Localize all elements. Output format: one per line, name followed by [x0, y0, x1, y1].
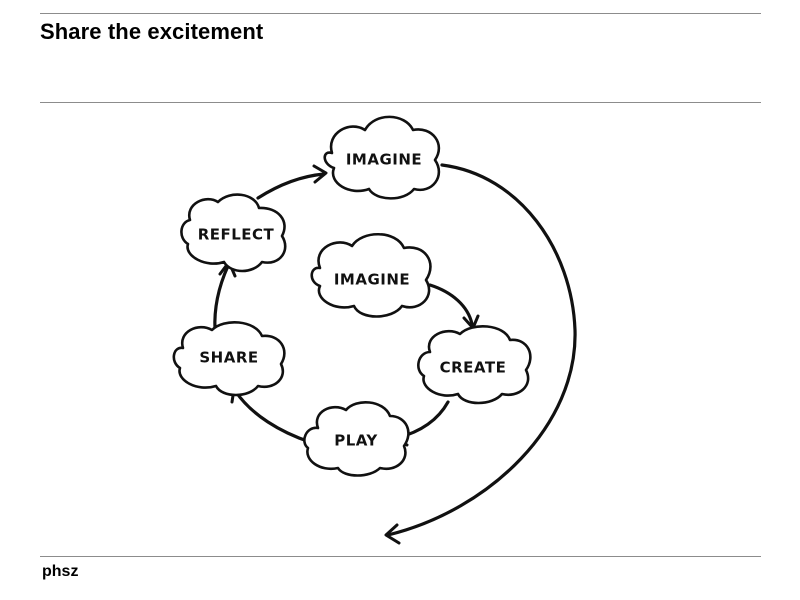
cloud-shape: [303, 401, 410, 477]
top-divider: [40, 13, 761, 14]
cloud-label: IMAGINE: [334, 271, 410, 289]
arrow-imagine-to-open-end-head: [384, 523, 401, 545]
cloud-label: REFLECT: [198, 226, 275, 244]
title-divider: [40, 102, 761, 103]
slide-title: Share the excitement: [40, 19, 264, 44]
arrow-share-to-reflect: [213, 264, 230, 332]
cloud-shape: [172, 320, 286, 397]
arrow-reflect-to-imagine-head: [312, 164, 328, 184]
cloud-node-play: PLAY: [303, 401, 410, 477]
cloud-node-imagine-outer: IMAGINE: [323, 115, 441, 200]
cloud-shape: [180, 193, 287, 273]
cloud-label: PLAY: [334, 432, 378, 450]
cloud-node-share: SHARE: [172, 320, 286, 397]
footer-divider: [40, 556, 761, 557]
cloud-shape: [323, 115, 441, 200]
cloud-label: IMAGINE: [346, 151, 422, 169]
cloud-node-reflect: REFLECT: [180, 193, 287, 273]
cloud-shape: [417, 324, 532, 405]
arrow-reflect-to-imagine: [256, 172, 326, 200]
cloud-node-create: CREATE: [417, 324, 532, 405]
arrow-play-to-share: [234, 390, 312, 444]
cloud-shape: [310, 233, 432, 318]
cloud-node-imagine-inner: IMAGINE: [310, 233, 432, 318]
cloud-label: CREATE: [440, 359, 507, 377]
cloud-label: SHARE: [199, 349, 258, 367]
arrow-imagine-to-create: [428, 283, 474, 326]
footer-logo: phsz: [42, 563, 79, 580]
arrow-imagine-to-open-end: [386, 163, 577, 537]
